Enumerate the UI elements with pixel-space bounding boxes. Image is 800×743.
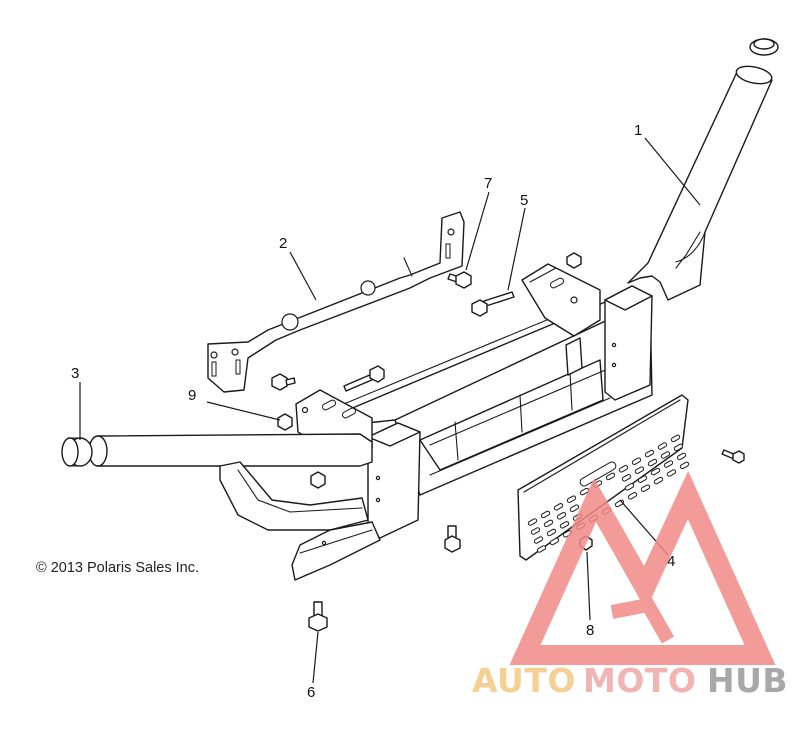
nut-top-right (566, 252, 582, 269)
upright-tube (627, 65, 773, 301)
right-end-block (604, 285, 653, 401)
grille-slot (569, 504, 580, 512)
grille-slot (543, 519, 554, 528)
callout-2: 2 (279, 235, 287, 252)
grille-slot (540, 510, 551, 519)
nut-9 (277, 413, 293, 431)
callout-1: 1 (634, 122, 642, 139)
copyright-text: © 2013 Polaris Sales Inc. (36, 560, 199, 576)
right-mount-bracket (521, 263, 601, 376)
watermark-moto: MOTO (583, 661, 696, 700)
skid-plate (291, 521, 381, 581)
grille-slot (553, 503, 564, 511)
grille-slot (663, 460, 674, 468)
grille-slot (624, 483, 635, 491)
bolt-6 (308, 601, 328, 632)
bolt-center (343, 365, 385, 392)
grille-slot (627, 492, 638, 500)
callout-6: 6 (307, 684, 315, 701)
grille-slot (673, 443, 684, 452)
grille-slot (650, 467, 661, 476)
grille-slot (579, 487, 590, 496)
grille-slot (679, 461, 690, 470)
tube-cap-left (61, 437, 93, 467)
bolt-plate (271, 373, 296, 391)
grille-slot (634, 466, 645, 474)
grille-slot (670, 434, 681, 443)
bolt-below-beam (444, 525, 461, 553)
mounting-plate (207, 211, 465, 393)
grille-plate (517, 394, 690, 561)
screw-right (721, 449, 745, 464)
grille-slot (559, 521, 570, 529)
grille-slot (657, 442, 668, 450)
callout-5: 5 (520, 192, 528, 209)
bolt-5 (471, 291, 515, 317)
watermark-hub: HUB (707, 661, 788, 700)
nut-lower-tube (310, 471, 326, 489)
watermark-logo: AUTO MOTO HUB (472, 470, 788, 700)
grille-slot (527, 518, 538, 526)
grille-slot (637, 475, 648, 483)
grille-slot (530, 527, 541, 535)
tube-cap-top (749, 38, 779, 56)
grille-slot (536, 545, 547, 553)
callout-4: 4 (667, 553, 675, 570)
left-end-block (367, 422, 421, 539)
grille-slot (676, 452, 687, 461)
grille-slot (533, 536, 544, 544)
grille-slot (621, 474, 632, 482)
callout-9: 9 (188, 387, 196, 404)
grille-slot (556, 512, 567, 520)
callout-8: 8 (586, 622, 594, 639)
grille-slots (527, 434, 690, 553)
watermark-auto: AUTO (472, 661, 576, 700)
grille-slot (549, 537, 560, 546)
horizontal-tube (88, 433, 373, 531)
grille-slot (666, 469, 677, 477)
grille-slot (618, 465, 629, 473)
grille-slot (631, 457, 642, 465)
grille-slot (660, 451, 671, 459)
grille-slot (605, 472, 616, 481)
grille-slot (566, 495, 577, 503)
grille-slot (640, 484, 651, 492)
callout-7: 7 (484, 175, 492, 192)
callout-3: 3 (71, 365, 79, 382)
bolt-7 (447, 271, 472, 289)
grille-slot (653, 476, 664, 485)
grille-slot (647, 458, 658, 467)
grille-slot (546, 528, 557, 537)
grille-slot (644, 449, 655, 458)
leader-lines (79, 137, 701, 684)
